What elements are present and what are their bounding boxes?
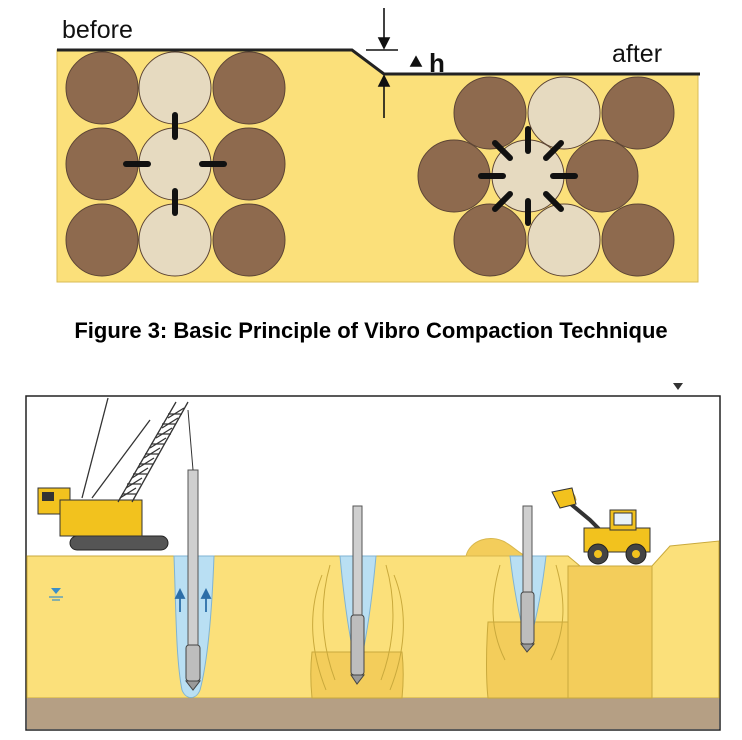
force-mark [543, 140, 564, 161]
crane-track [69, 535, 169, 551]
grain-dark [453, 203, 527, 277]
probe-tip [184, 680, 202, 691]
grain-light [527, 76, 601, 150]
small-marker-icon [673, 383, 683, 390]
stage-compaction [310, 505, 404, 699]
stage-penetration [173, 469, 215, 698]
principle-diagram: before after h [56, 8, 700, 283]
grain-dark [212, 203, 286, 277]
loader-bucket [551, 487, 577, 509]
wheel-loader [551, 487, 651, 565]
small-triangle-icon [409, 55, 423, 67]
probe-tip [350, 674, 366, 685]
vibrator-probe [350, 614, 365, 676]
bedrock-layer [27, 698, 719, 729]
water-flow-arrows [174, 587, 212, 612]
vibrator-probe [185, 644, 201, 682]
grain-dark [601, 203, 675, 277]
vibrator-probe [520, 591, 535, 645]
grain-dark [212, 51, 286, 125]
label-before: before [62, 16, 133, 44]
crane-window [42, 492, 54, 501]
ground-surface-line [57, 48, 700, 76]
compacted-column [567, 565, 653, 699]
label-h: h [429, 48, 445, 78]
arrowhead [377, 37, 391, 50]
stage-backfill [465, 505, 653, 699]
process-diagram [25, 395, 721, 731]
grain-light [527, 203, 601, 277]
figure-caption: Figure 3: Basic Principle of Vibro Compa… [74, 318, 667, 343]
grain-dark [65, 203, 139, 277]
label-after: after [612, 40, 662, 68]
crane-hoist-line [187, 409, 194, 471]
probe-tip [520, 643, 536, 653]
force-mark [492, 191, 513, 212]
crawler-crane [37, 397, 194, 551]
grains-after [417, 76, 675, 277]
force-marks-after [478, 126, 578, 226]
settlement-indicator [366, 8, 423, 118]
loader-window [613, 512, 633, 526]
force-marks-before [123, 112, 227, 216]
vibration-waves [312, 564, 404, 691]
grain-dark [601, 76, 675, 150]
arrowhead [377, 74, 391, 87]
vibrator-rod [187, 469, 199, 676]
grain-dark [65, 51, 139, 125]
force-mark [543, 191, 564, 212]
grains-before [65, 51, 286, 277]
crane-boom [81, 397, 189, 503]
water-table-icon [49, 588, 63, 601]
vibration-waves [492, 564, 564, 661]
force-mark [492, 140, 513, 161]
crane-body [59, 499, 143, 537]
grain-dark [453, 76, 527, 150]
